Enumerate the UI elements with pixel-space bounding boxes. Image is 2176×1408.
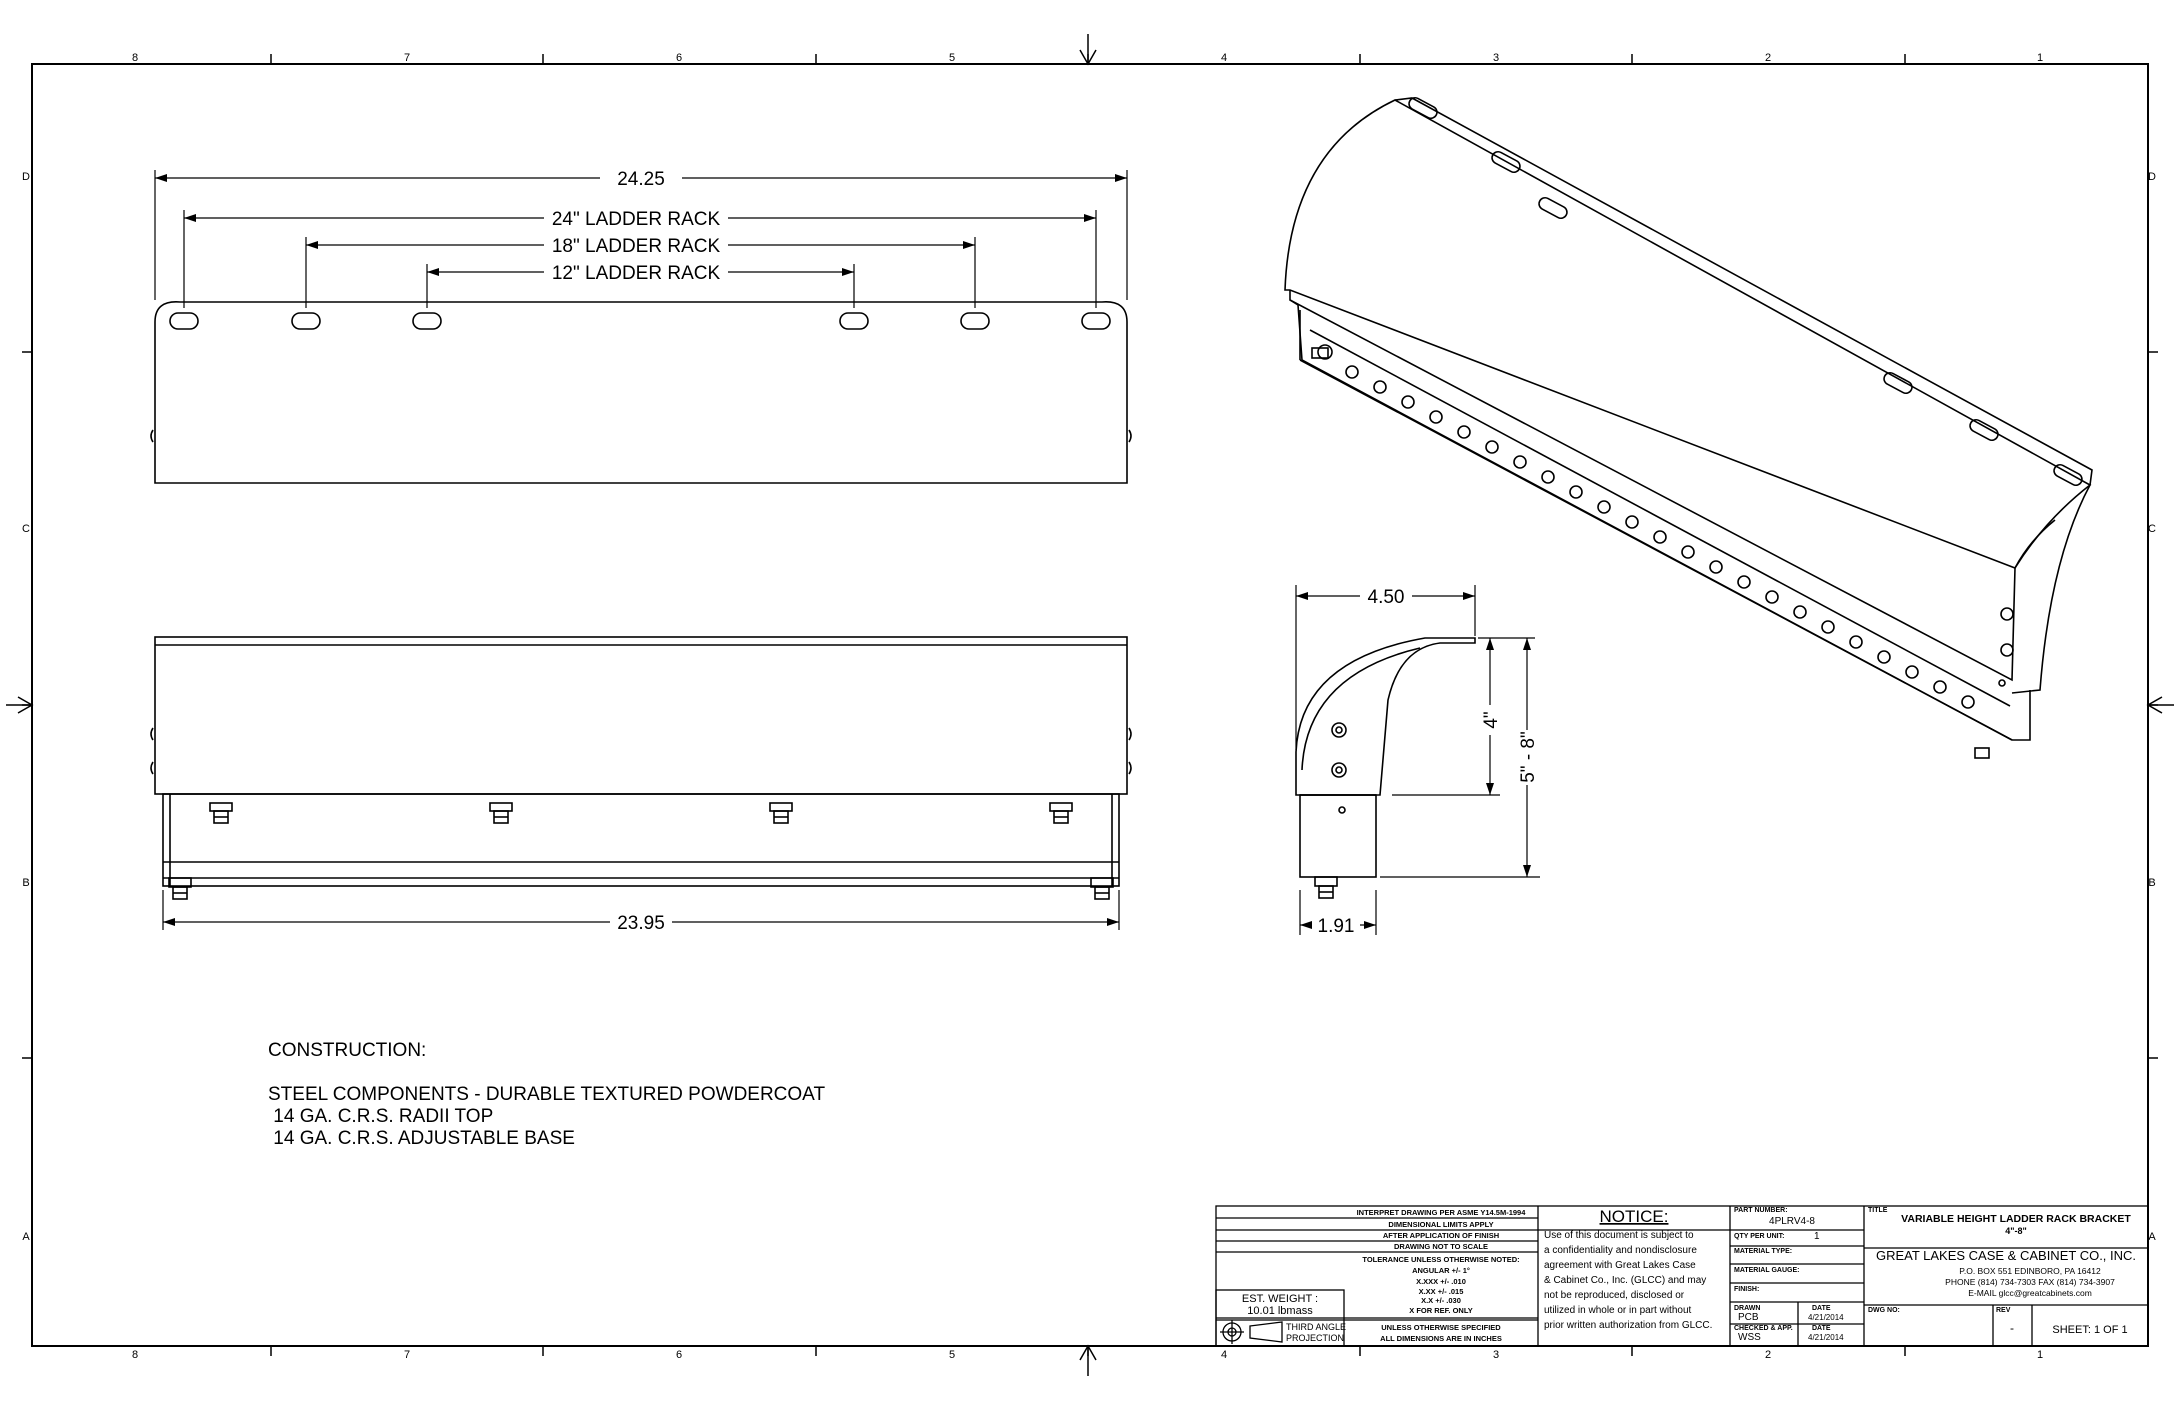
- zone-ticks: [22, 54, 2158, 1356]
- zone-row-a-right: A: [2148, 1231, 2156, 1243]
- tb-xxxx: X.XXX +/- .010: [1416, 1277, 1466, 1286]
- drawn-by: PCB: [1738, 1312, 1759, 1323]
- zone-col-6-top: 6: [676, 52, 682, 64]
- title-label: TITLE: [1868, 1207, 1888, 1214]
- rev-label: REV: [1996, 1307, 2011, 1314]
- dim-24-ladder-rack: 24" LADDER RACK: [552, 209, 721, 230]
- weight-value: 10.01 lbmass: [1247, 1305, 1313, 1317]
- drawing-title: VARIABLE HEIGHT LADDER RACK BRACKET: [1901, 1213, 2131, 1225]
- zone-row-b-right: B: [2148, 877, 2155, 889]
- zone-col-3-bottom: 3: [1493, 1349, 1499, 1361]
- drawn-date: 4/21/2014: [1808, 1313, 1844, 1322]
- company-address: P.O. BOX 551 EDINBORO, PA 16412: [1959, 1266, 2101, 1276]
- tb-unless: UNLESS OTHERWISE SPECIFIED: [1381, 1323, 1501, 1332]
- dim-base-width: 23.95: [617, 913, 665, 934]
- checked-date: 4/21/2014: [1808, 1333, 1844, 1342]
- checked-label: CHECKED & APP.: [1734, 1325, 1793, 1332]
- zone-col-1-top: 1: [2037, 52, 2043, 64]
- zone-col-7-top: 7: [404, 52, 410, 64]
- finish-label: FINISH:: [1734, 1286, 1759, 1293]
- qty: 1: [1814, 1231, 1820, 1242]
- zone-col-2-bottom: 2: [1765, 1349, 1771, 1361]
- zone-col-4-bottom: 4: [1221, 1349, 1227, 1361]
- zone-col-8-bottom: 8: [132, 1349, 138, 1361]
- zone-labels: 8 7 6 5 4 3 2 1 8 7 6 5 4 3 2 1 D C B A …: [22, 52, 2156, 1361]
- weight-box: [1215, 1289, 1538, 1347]
- zone-col-2-top: 2: [1765, 52, 1771, 64]
- dim-12-ladder-rack: 12" LADDER RACK: [552, 263, 721, 284]
- construction-line-3: 14 GA. C.R.S. ADJUSTABLE BASE: [268, 1128, 575, 1149]
- front-view: [150, 636, 1132, 930]
- company-email: E-MAIL glcc@greatcabinets.com: [1968, 1288, 2092, 1298]
- construction-line-2: 14 GA. C.R.S. RADII TOP: [268, 1106, 494, 1127]
- zone-col-3-top: 3: [1493, 52, 1499, 64]
- sheet-number: SHEET: 1 OF 1: [2052, 1324, 2127, 1336]
- zone-row-d-left: D: [22, 171, 30, 183]
- construction-heading: CONSTRUCTION:: [268, 1040, 427, 1061]
- tb-interpret: INTERPRET DRAWING PER ASME Y14.5M-1994: [1357, 1208, 1527, 1217]
- part-number-label: PART NUMBER:: [1734, 1207, 1788, 1214]
- isometric-view: [1284, 96, 2093, 759]
- gauge-label: MATERIAL GAUGE:: [1734, 1267, 1799, 1274]
- company-name: GREAT LAKES CASE & CABINET CO., INC.: [1876, 1248, 2136, 1263]
- zone-row-c-right: C: [2148, 523, 2156, 535]
- zone-col-6-bottom: 6: [676, 1349, 682, 1361]
- checked-by: WSS: [1738, 1332, 1761, 1343]
- tb-tolerance: TOLERANCE UNLESS OTHERWISE NOTED:: [1362, 1255, 1519, 1264]
- tb-xxx: X.XX +/- .015: [1419, 1287, 1464, 1296]
- material-label: MATERIAL TYPE:: [1734, 1248, 1792, 1255]
- notice-line: utilized in whole or in part without: [1544, 1305, 1692, 1316]
- construction-line-1: STEEL COMPONENTS - DURABLE TEXTURED POWD…: [268, 1084, 826, 1105]
- checked-date-label: DATE: [1812, 1325, 1831, 1332]
- top-view: [150, 170, 1132, 484]
- zone-col-5-top: 5: [949, 52, 955, 64]
- notice-line: prior written authorization from GLCC.: [1544, 1320, 1712, 1331]
- qty-label: QTY PER UNIT:: [1734, 1233, 1784, 1240]
- notice-line: agreement with Great Lakes Case: [1544, 1260, 1696, 1271]
- rev-value: -: [2010, 1321, 2014, 1335]
- projection-line-1: THIRD ANGLE: [1286, 1322, 1346, 1332]
- zone-row-a-left: A: [22, 1231, 30, 1243]
- zone-col-4-top: 4: [1221, 52, 1227, 64]
- dim-side-range: 5" - 8": [1518, 731, 1539, 783]
- zone-row-c-left: C: [22, 523, 30, 535]
- tb-inches: ALL DIMENSIONS ARE IN INCHES: [1380, 1334, 1502, 1343]
- tb-dim-limits: DIMENSIONAL LIMITS APPLY: [1388, 1220, 1493, 1229]
- tb-not-to-scale: DRAWING NOT TO SCALE: [1394, 1242, 1488, 1251]
- dim-18-ladder-rack: 18" LADDER RACK: [552, 236, 721, 257]
- dwg-label: DWG NO:: [1868, 1307, 1900, 1314]
- notice-line: Use of this document is subject to: [1544, 1230, 1694, 1241]
- zone-col-5-bottom: 5: [949, 1349, 955, 1361]
- zone-col-8-top: 8: [132, 52, 138, 64]
- dim-side-height: 4": [1481, 711, 1502, 728]
- dim-side-depth: 4.50: [1368, 587, 1405, 608]
- tb-xx: X.X +/- .030: [1421, 1296, 1461, 1305]
- side-view: [1295, 585, 1540, 935]
- drawn-date-label: DATE: [1812, 1305, 1831, 1312]
- centering-arrows: [6, 34, 2174, 1376]
- notice-line: not be reproduced, disclosed or: [1544, 1290, 1685, 1301]
- title-block: [1215, 1205, 2149, 1347]
- zone-row-b-left: B: [22, 877, 29, 889]
- projection-line-2: PROJECTION: [1286, 1333, 1344, 1343]
- tb-after-finish: AFTER APPLICATION OF FINISH: [1383, 1231, 1499, 1240]
- zone-col-1-bottom: 1: [2037, 1349, 2043, 1361]
- notice-title: NOTICE:: [1600, 1207, 1669, 1226]
- sheet-border: [31, 63, 2149, 1347]
- dim-overall-width: 24.25: [617, 169, 665, 190]
- part-number: 4PLRV4-8: [1769, 1216, 1815, 1227]
- drawing-subtitle: 4"-8": [2005, 1226, 2027, 1236]
- weight-label: EST. WEIGHT :: [1242, 1293, 1318, 1305]
- notice-line: a confidentiality and nondisclosure: [1544, 1245, 1697, 1256]
- drawn-label: DRAWN: [1734, 1305, 1760, 1312]
- zone-col-7-bottom: 7: [404, 1349, 410, 1361]
- company-phone: PHONE (814) 734-7303 FAX (814) 734-3907: [1945, 1277, 2115, 1287]
- zone-row-d-right: D: [2148, 171, 2156, 183]
- dim-side-base: 1.91: [1318, 916, 1355, 937]
- notice-line: & Cabinet Co., Inc. (GLCC) and may: [1544, 1275, 1706, 1286]
- tb-x-ref: X FOR REF. ONLY: [1409, 1306, 1472, 1315]
- tb-angular: ANGULAR +/- 1°: [1412, 1266, 1470, 1275]
